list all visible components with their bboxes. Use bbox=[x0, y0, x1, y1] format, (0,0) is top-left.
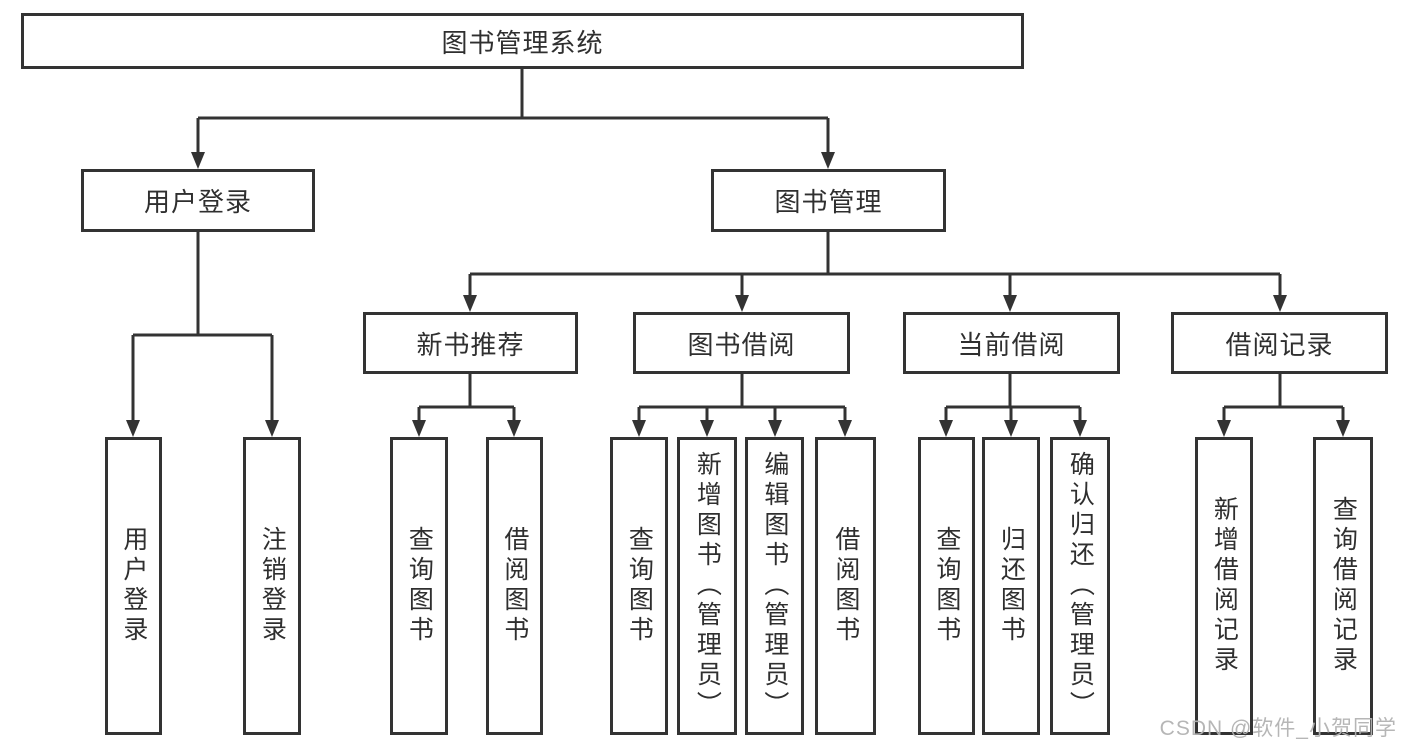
leaf-query-borrow-record-label: 查询借阅记录 bbox=[1329, 496, 1358, 676]
leaf-confirm-return-admin: 确认归还（管理员） bbox=[1050, 437, 1110, 735]
leaf-query-books-current: 查询图书 bbox=[918, 437, 975, 735]
node-current-borrowing-label: 当前借阅 bbox=[957, 329, 1066, 360]
leaf-query-books-borrowing-label: 查询图书 bbox=[625, 526, 654, 646]
leaf-query-books-borrowing: 查询图书 bbox=[610, 437, 668, 735]
leaf-add-borrow-record-label: 新增借阅记录 bbox=[1210, 496, 1239, 676]
leaf-edit-books-admin-label: 编辑图书（管理员） bbox=[760, 451, 789, 721]
node-borrowing-records: 借阅记录 bbox=[1171, 312, 1388, 374]
leaf-query-books-recommend-label: 查询图书 bbox=[405, 526, 434, 646]
node-book-management-label: 图书管理 bbox=[774, 187, 883, 217]
leaf-add-borrow-record: 新增借阅记录 bbox=[1195, 437, 1253, 735]
node-book-borrowing-label: 图书借阅 bbox=[687, 329, 796, 360]
leaf-edit-books-admin: 编辑图书（管理员） bbox=[745, 437, 804, 735]
node-book-borrowing: 图书借阅 bbox=[633, 312, 850, 374]
node-root-label: 图书管理系统 bbox=[441, 27, 604, 58]
leaf-query-books-current-label: 查询图书 bbox=[932, 526, 961, 646]
node-book-management: 图书管理 bbox=[711, 169, 946, 232]
leaf-return-books: 归还图书 bbox=[982, 437, 1040, 735]
node-user-login-label: 用户登录 bbox=[143, 187, 252, 217]
node-current-borrowing: 当前借阅 bbox=[903, 312, 1120, 374]
leaf-logout: 注销登录 bbox=[243, 437, 301, 735]
node-new-book-recommend-label: 新书推荐 bbox=[416, 329, 525, 360]
leaf-add-books-admin-label: 新增图书（管理员） bbox=[693, 451, 722, 721]
leaf-borrow-books-borrowing: 借阅图书 bbox=[815, 437, 876, 735]
node-new-book-recommend: 新书推荐 bbox=[363, 312, 578, 374]
leaf-borrow-books-recommend-label: 借阅图书 bbox=[500, 526, 529, 646]
leaf-confirm-return-admin-label: 确认归还（管理员） bbox=[1066, 451, 1095, 721]
leaf-borrow-books-borrowing-label: 借阅图书 bbox=[831, 526, 860, 646]
csdn-watermark: CSDN @软件_小贺同学 bbox=[1159, 717, 1397, 740]
leaf-borrow-books-recommend: 借阅图书 bbox=[486, 437, 543, 735]
node-user-login: 用户登录 bbox=[81, 169, 315, 232]
node-borrowing-records-label: 借阅记录 bbox=[1225, 329, 1334, 360]
leaf-return-books-label: 归还图书 bbox=[997, 526, 1026, 646]
leaf-logout-label: 注销登录 bbox=[258, 526, 287, 646]
node-root-library-system: 图书管理系统 bbox=[21, 13, 1024, 69]
leaf-add-books-admin: 新增图书（管理员） bbox=[677, 437, 737, 735]
leaf-query-books-recommend: 查询图书 bbox=[390, 437, 448, 735]
leaf-query-borrow-record: 查询借阅记录 bbox=[1313, 437, 1373, 735]
leaf-user-login: 用户登录 bbox=[105, 437, 162, 735]
arrowheads bbox=[126, 152, 1350, 437]
leaf-user-login-label: 用户登录 bbox=[119, 526, 148, 646]
